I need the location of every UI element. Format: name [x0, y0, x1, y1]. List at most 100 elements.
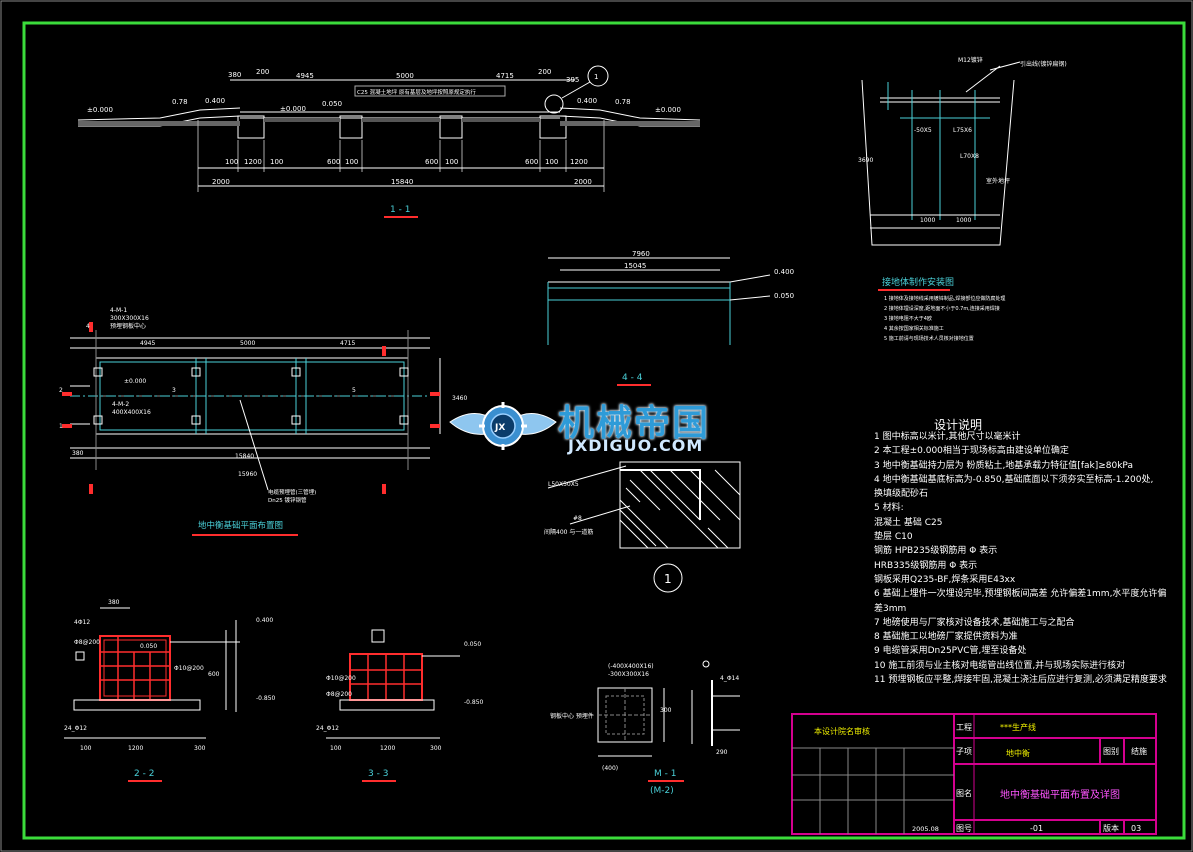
- tb-approval: 本设计院名审核: [814, 726, 870, 736]
- tb-drawing: 地中衡基础平面布置及详图: [1000, 788, 1120, 801]
- s11-m7: 600: [525, 158, 538, 166]
- s11-m6: 100: [445, 158, 458, 166]
- s33-dim-2: 100: [330, 745, 342, 752]
- plan-section-marks: [62, 322, 440, 494]
- plan-label-3: 400X400X16: [112, 409, 151, 416]
- title-block: [791, 713, 1157, 835]
- s11-level-4: 0.050: [322, 100, 342, 108]
- ed-label-5: 3690: [858, 157, 873, 164]
- m1-sub: (M-2): [650, 786, 674, 796]
- m1-label: M - 1: [654, 769, 676, 779]
- design-note-line: 1 图中标高以米计,其他尺寸以毫米计: [874, 432, 1021, 442]
- tb-item-label: 子项: [956, 747, 972, 756]
- s11-callout: 1: [594, 73, 598, 81]
- design-note-line: 5 材料:: [874, 503, 904, 514]
- svg-text:JX: JX: [494, 423, 505, 433]
- plan-label-4: 预埋钢板中心: [110, 322, 146, 330]
- design-notes: 设计说明 1 图中标高以米计,其他尺寸以毫米计 2 本工程±0.000相当于现场…: [874, 418, 1174, 687]
- s11-b2: 2000: [574, 178, 592, 186]
- design-note-line: 6 基础上埋件一次埋设完毕,预埋钢板间高差 允许偏差1mm,水平度允许偏差3mm: [874, 589, 1167, 614]
- s22-rebar-2: Φ10@200: [174, 665, 204, 672]
- design-note-line: 11 预埋钢板应平整,焊接牢固,混凝土浇注后应进行复测,必须满足精度要求: [874, 675, 1167, 686]
- s11-level-1: ±0.000: [87, 106, 113, 114]
- design-note-line: 7 地磅使用与厂家核对设备技术,基础施工与之配合: [874, 617, 1075, 628]
- plan-label-5: ±0.000: [124, 378, 146, 385]
- s22-dim-3: 100: [80, 745, 92, 752]
- plan-label-0: 4-M-1: [110, 307, 127, 314]
- ed-label-8: 室外地坪: [986, 177, 1010, 185]
- s44-dim-1: 15045: [624, 262, 646, 270]
- s11-slope-2: 0.78: [615, 98, 631, 106]
- ed-label-0: M12镀锌: [958, 56, 983, 64]
- s11-level-3: ±0.000: [280, 105, 306, 113]
- s11-dim-200: 200: [256, 68, 269, 76]
- tb-item: 地中衡: [1006, 748, 1030, 758]
- ed-note-2: 3 接地电阻不大于4欧: [884, 315, 932, 322]
- s22-dim-2: 300: [194, 745, 206, 752]
- tb-number-label: 图号: [956, 824, 972, 833]
- s22-rebar-3: 24_Φ12: [64, 725, 87, 732]
- ed-label-4: L70X8: [960, 153, 979, 160]
- s22-dim-0: 380: [108, 599, 120, 606]
- s22-level-1: 0.050: [140, 643, 157, 650]
- plan-view: [70, 330, 441, 491]
- design-note-line: 3 地中衡基础持力层为 粉质粘土,地基承载力特征值[fak]≥80kPa: [874, 460, 1133, 471]
- s11-dim-200b: 200: [538, 68, 551, 76]
- s11-m8: 100: [545, 158, 558, 166]
- s33-rebar-2: 24_Φ12: [316, 725, 339, 732]
- plan-mark-2: 2: [59, 387, 63, 394]
- drawing-frame: [22, 21, 1186, 840]
- section-4-4-text: 7960 15045 0.400 0.050 4 - 4: [622, 250, 794, 383]
- s22-dim-4: 600: [208, 671, 220, 678]
- s33-label: 3 - 3: [368, 769, 388, 779]
- s33-level-0: 0.050: [464, 641, 481, 648]
- s44-level-0: 0.400: [774, 268, 794, 276]
- detail-1-text: L50X50X5 #8 间隔400 与一道筋 1: [544, 481, 672, 586]
- section-3-3-text: 0.050 -0.850 1200 300 100 Φ10@200 Φ8@200…: [316, 641, 484, 779]
- tb-version-label: 版本: [1103, 823, 1119, 833]
- section-1-1-text: 380 200 4945 5000 4715 200 395 ±0.000 0.…: [87, 68, 681, 215]
- earth-device-drawing: [861, 61, 1021, 246]
- section-4-4: [547, 257, 771, 345]
- d1-label-0: L50X50X5: [548, 481, 579, 488]
- section-1-1: [77, 65, 701, 192]
- m1-detail: [597, 660, 740, 757]
- ed-title: 接地体制作安装图: [882, 276, 954, 288]
- design-note-line: 钢筋 HPB235级钢筋用 Φ 表示: [874, 546, 998, 557]
- d1-label-1: #8: [573, 515, 582, 522]
- design-note-line: HRB335级钢筋用 Φ 表示: [874, 560, 978, 571]
- s11-dim-380: 380: [228, 71, 241, 79]
- s11-dim-395: 395: [566, 76, 579, 84]
- m1-label-2: 钢板中心 预埋件: [550, 712, 594, 720]
- s33-rebar-0: Φ10@200: [326, 675, 356, 682]
- winged-gear-icon: JX: [449, 402, 557, 450]
- tb-date: 2005.08: [912, 825, 939, 833]
- s22-dim-1: 1200: [128, 745, 143, 752]
- s11-b1: 15840: [391, 178, 413, 186]
- plan-label-1: 300X300X16: [110, 315, 149, 322]
- s44-dim-0: 7960: [632, 250, 650, 258]
- plan-label-13: 电缆预埋管(三管埋): [268, 488, 316, 496]
- design-notes-title: 设计说明: [934, 418, 983, 432]
- tb-project: ***生产线: [1000, 722, 1036, 732]
- s11-note: C25 混凝土地坪 原有基层及地坪按照原规定执行: [357, 88, 476, 96]
- tb-stage: 结施: [1131, 746, 1147, 756]
- plan-mark-4: 4: [86, 323, 90, 330]
- ed-note-4: 5 施工前请与现场技术人员核对接地位置: [884, 335, 974, 342]
- s44-label: 4 - 4: [622, 373, 643, 383]
- s33-dim-0: 1200: [380, 745, 395, 752]
- plan-label-8: 5000: [240, 340, 255, 347]
- s11-level-5: 0.400: [577, 97, 597, 105]
- m1-label-0: (-400X400X16): [608, 663, 654, 670]
- tb-version: 03: [1131, 824, 1141, 833]
- plan-text: 4-M-1 300X300X16 预埋钢板中心 4-M-2 400X400X16…: [59, 307, 467, 531]
- ed-note-1: 2 接地体埋设深度,距地面不小于0.7m,连接采用焊接: [884, 305, 1000, 312]
- plan-label-9: 4715: [340, 340, 355, 347]
- m1-text: (-400X400X16) -300X300X16 钢板中心 预埋件 300 (…: [550, 663, 739, 796]
- d1-label-2: 间隔400 与一道筋: [544, 528, 593, 536]
- design-note-line: 混凝土 基础 C25: [874, 517, 943, 528]
- s11-m2: 100: [270, 158, 283, 166]
- plan-label-2: 4-M-2: [112, 401, 129, 408]
- s22-label: 2 - 2: [134, 769, 154, 779]
- ed-label-6: 1000: [920, 217, 935, 224]
